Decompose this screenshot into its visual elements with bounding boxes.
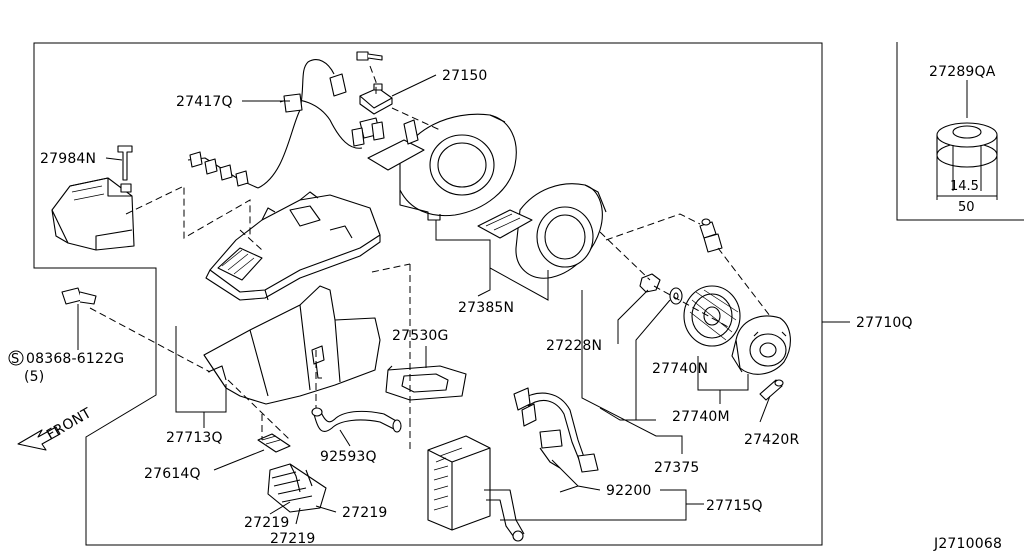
- label-27715Q: 27715Q: [706, 498, 763, 514]
- label-27740M: 27740M: [672, 409, 730, 425]
- vent-hose: [699, 218, 723, 253]
- label-27530G: 27530G: [392, 328, 449, 344]
- bolt-08368-6122G: [61, 287, 97, 305]
- label-27420R: 27420R: [744, 432, 800, 448]
- label-08368-prefix: S: [11, 352, 19, 367]
- label-27417Q: 27417Q: [176, 94, 233, 110]
- label-92593Q: 92593Q: [320, 449, 377, 465]
- label-dim-50: 50: [958, 200, 975, 215]
- label-27219-bottom: 27219: [270, 531, 316, 547]
- label-27219-right: 27219: [342, 505, 388, 521]
- label-27710Q: 27710Q: [856, 315, 913, 331]
- leader-lines: [17, 74, 850, 525]
- blower-housing-27385N: [367, 113, 607, 279]
- label-27614Q: 27614Q: [144, 466, 201, 482]
- assembly-guides: [89, 65, 771, 450]
- clip-27420R: [759, 379, 784, 401]
- diagram-id: J2710068: [933, 536, 1002, 552]
- label-27150: 27150: [442, 68, 488, 84]
- nut-27228N: [639, 273, 683, 305]
- resistor-27150: [359, 83, 393, 115]
- screw-icon: [117, 145, 133, 181]
- label-08368-qty: (5): [24, 369, 44, 385]
- label-27713Q: 27713Q: [166, 430, 223, 446]
- label-27984N: 27984N: [40, 151, 96, 167]
- heater-core-27715Q: [427, 435, 525, 542]
- label-08368-6122G: 08368-6122G: [26, 351, 124, 367]
- label-27228N: 27228N: [546, 338, 602, 354]
- label-27740N: 27740N: [652, 361, 708, 377]
- bolt-icon: [356, 51, 383, 61]
- inset-frame: [896, 42, 1024, 221]
- label-27219-left: 27219: [244, 515, 290, 531]
- intake-unit: [205, 191, 381, 301]
- fan-27740N: [683, 285, 741, 347]
- label-27375: 27375: [654, 460, 700, 476]
- lower-housing-27713Q: [203, 285, 381, 405]
- label-27289QA: 27289QA: [929, 64, 996, 80]
- grommet-27289QA: [936, 80, 998, 200]
- bracket-27614Q: [257, 433, 291, 453]
- label-27385N: 27385N: [458, 300, 514, 316]
- label-92200: 92200: [606, 483, 652, 499]
- assembly-frame: [33, 42, 823, 546]
- label-front: FRONT: [44, 405, 94, 443]
- hose-92593Q: [311, 407, 402, 433]
- connector-27219: [267, 463, 327, 513]
- duct-27984N: [51, 145, 135, 251]
- valve-92200: [513, 387, 599, 473]
- symbol-circle-s: [8, 350, 24, 366]
- wire-harness-27417Q: [187, 59, 385, 189]
- seal-27530G: [385, 365, 467, 401]
- label-dim-14-5: 14.5: [950, 179, 979, 194]
- motor-27740M: [731, 315, 791, 375]
